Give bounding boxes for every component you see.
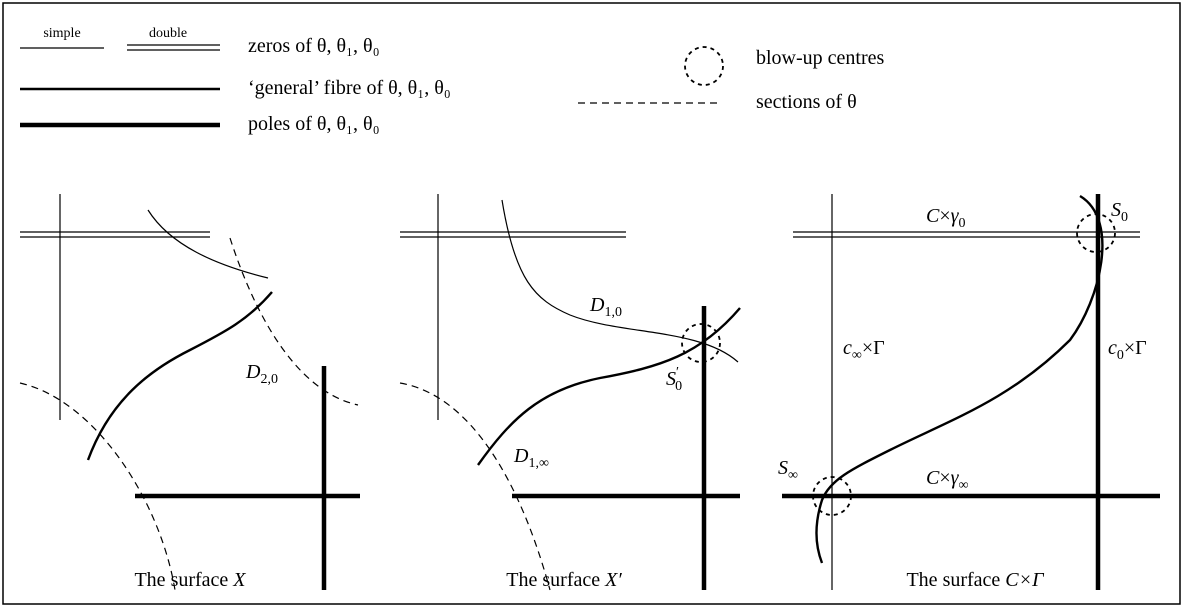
caption-surface-xprime: The surface X′ bbox=[506, 569, 622, 591]
general-fibre-curve bbox=[815, 194, 1104, 564]
zeros-simple-curve bbox=[501, 199, 739, 363]
section-curve-upper bbox=[229, 237, 359, 406]
general-fibre-curve bbox=[86, 291, 273, 461]
label-d1inf: D1,∞ bbox=[513, 445, 549, 471]
label-s0prime: S′0 bbox=[666, 365, 682, 394]
legend-double-label: double bbox=[149, 26, 187, 41]
panel-surface-x: D2,0 The surface X bbox=[19, 194, 360, 591]
label-s0: S0 bbox=[1111, 199, 1128, 225]
label-c-gamma0: C×γ0 bbox=[926, 205, 966, 231]
figure-frame bbox=[2, 2, 1181, 605]
caption-surface-cgamma: The surface C×Γ bbox=[906, 569, 1045, 591]
blowup-centre-circle bbox=[681, 323, 721, 363]
label-d20: D2,0 bbox=[245, 361, 278, 387]
zeros-simple-curve bbox=[147, 209, 269, 279]
legend-simple-label: simple bbox=[43, 26, 80, 41]
blowup-centre-s0-circle bbox=[1076, 213, 1116, 253]
legend: simple double zeros of θ, θ₁, θ₀ ‘genera… bbox=[20, 26, 885, 135]
label-c-gammainf: C×γ∞ bbox=[926, 467, 969, 493]
legend-general-fibre-text: ‘general’ fibre of θ, θ₁, θ₀ bbox=[248, 77, 451, 99]
label-sinf: S∞ bbox=[778, 457, 798, 483]
legend-poles-text: poles of θ, θ₁, θ₀ bbox=[248, 113, 380, 135]
legend-zeros-text: zeros of θ, θ₁, θ₀ bbox=[248, 35, 380, 57]
panel-surface-cgamma: C×γ0 S0 c∞×Γ c0×Γ S∞ C×γ∞ The surface C×… bbox=[778, 194, 1160, 591]
section-curve bbox=[399, 382, 551, 591]
general-fibre-curve bbox=[477, 307, 741, 466]
section-curve-lower bbox=[19, 382, 176, 591]
blowup-centre-sinf-circle bbox=[812, 476, 852, 516]
label-d10: D1,0 bbox=[589, 294, 622, 320]
legend-blowup-text: blow-up centres bbox=[756, 47, 885, 69]
legend-sections-text: sections of θ bbox=[756, 91, 857, 113]
label-cinf-gamma: c∞×Γ bbox=[843, 337, 885, 363]
legend-blowup-circle bbox=[684, 46, 724, 86]
panel-surface-xprime: D1,0 D1,∞ S′0 The surface X′ bbox=[399, 194, 741, 591]
caption-surface-x: The surface X bbox=[134, 569, 246, 591]
label-c0-gamma: c0×Γ bbox=[1108, 337, 1147, 363]
